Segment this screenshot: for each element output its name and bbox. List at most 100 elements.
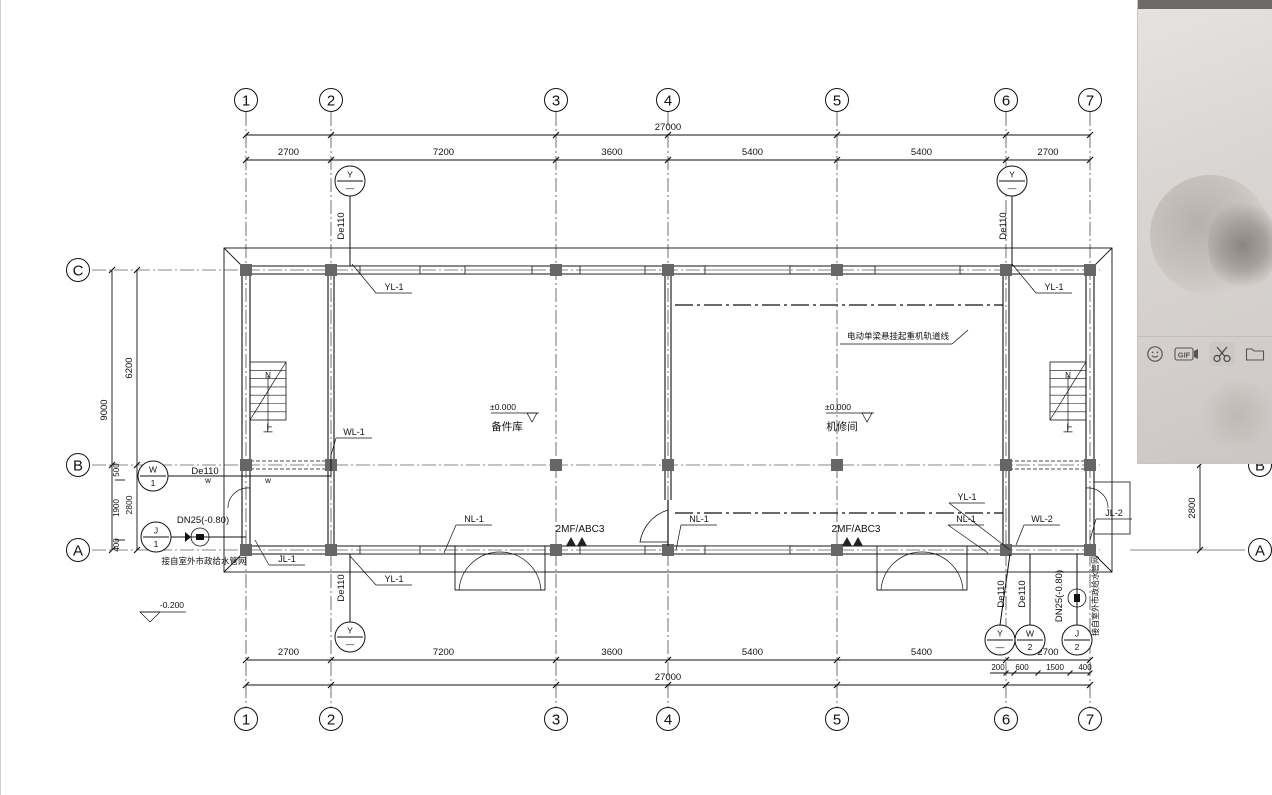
roof-outline (223, 247, 1113, 573)
axis-bubble-top-1-label: 1 (242, 93, 250, 110)
scissors-icon (1213, 346, 1231, 363)
column (662, 264, 674, 276)
axis-bubble-top-4-label: 4 (664, 93, 672, 110)
dim-tick (242, 156, 250, 164)
door-swing (458, 551, 501, 591)
marker-j1-sub: 1 (154, 539, 159, 549)
dim-tick (1086, 681, 1094, 689)
pipe-w-symbol: w (204, 476, 211, 485)
axis-bubble-top-1 (234, 88, 258, 112)
dim-tick (1002, 656, 1010, 664)
room-repair-elev-mark (861, 412, 873, 423)
screenshot-button[interactable] (1209, 342, 1235, 366)
panel-divider (1138, 336, 1272, 337)
marker-y-bottom-right-top: Y (997, 629, 1003, 639)
dim-tick (1002, 156, 1010, 164)
pipe-label-yl1-right: YL-1 (957, 492, 976, 502)
dim-span-bottom-1: 2700 (278, 647, 299, 658)
marker-w2-sub: 2 (1028, 642, 1033, 652)
room-repair-name: 机修间 (826, 420, 858, 433)
marker-y-bottom-right-sub: — (996, 642, 1005, 652)
gif-icon: GIF (1174, 347, 1198, 361)
stair-left-up-label: 上 (263, 423, 273, 435)
marker-j2-top: J (1075, 629, 1079, 639)
axis-bubble-left-B (66, 453, 90, 477)
axis-bubble-top-6-label: 6 (1002, 93, 1010, 110)
pipe-size-de110-wl: De110 (191, 466, 218, 477)
water-meter-right-core (1074, 594, 1080, 602)
column (1084, 459, 1096, 471)
pipe-label-wl2: WL-2 (1031, 514, 1053, 524)
outside-elev: -0.200 (160, 600, 184, 610)
column (325, 544, 337, 556)
axis-bubble-left-C (66, 258, 90, 282)
dim-span-bottom-3: 3600 (601, 647, 622, 658)
axis-bubble-top-5 (825, 88, 849, 112)
column (1000, 544, 1012, 556)
room-storage-elev-mark (526, 412, 538, 423)
pipe-label-yl1-top-left-leader (351, 263, 377, 294)
axis-bubble-right-B-label: B (1255, 458, 1265, 475)
dim-extra-bottom-2: 200 (991, 663, 1005, 672)
room-repair-elev: ±0.000 (825, 402, 851, 412)
axis-bubble-bottom-4 (656, 707, 680, 731)
crane-note: 电动单梁悬挂起重机轨道线 (847, 331, 950, 341)
panel-top-bar (1138, 0, 1272, 9)
column (240, 264, 252, 276)
axis-bubble-bottom-2-label: 2 (327, 712, 335, 729)
stair-right-n-label: N (1065, 371, 1071, 380)
dim-tick (327, 156, 335, 164)
axis-bubble-top-5-label: 5 (833, 93, 841, 110)
axis-bubble-left-A-label: A (73, 543, 83, 560)
extinguisher-1-label: 2MF/ABC3 (556, 524, 605, 535)
stair-left-n-label: N (265, 371, 271, 380)
interior-door (639, 509, 669, 543)
marker-w1-sub: 1 (151, 478, 156, 488)
column (831, 264, 843, 276)
file-button[interactable] (1242, 342, 1268, 366)
axis-bubble-bottom-7 (1078, 707, 1102, 731)
dim-span-bottom-2: 7200 (433, 647, 454, 658)
rain-pipe (999, 553, 1011, 626)
dim-span-top-1: 2700 (278, 147, 299, 158)
marker-j1-top: J (154, 526, 158, 536)
pipe-w-symbol: w (264, 476, 271, 485)
axis-bubble-bottom-3 (544, 707, 568, 731)
marker-j2-sub: 2 (1075, 642, 1080, 652)
pipe-label-jl1-leader (254, 539, 270, 566)
dim-left-outer: 9000 (99, 399, 110, 420)
column (831, 459, 843, 471)
folder-icon (1245, 348, 1265, 361)
pipe-label-jl1: JL-1 (278, 554, 296, 564)
dim-extra-bottom-1: 2700 (1037, 647, 1058, 658)
column (550, 264, 562, 276)
pipe-label-yl1-bottom-leader (349, 555, 377, 586)
pipe-label-yl1-top-right-leader (1011, 263, 1037, 294)
pipe-label-nl1-b-leader (675, 524, 682, 551)
axis-bubble-top-7-label: 7 (1086, 93, 1094, 110)
pipe-label-wl1: WL-1 (343, 427, 365, 437)
side-door-right (1085, 487, 1109, 509)
dim-tick (664, 156, 672, 164)
marker-y-top-right-top: Y (1009, 170, 1015, 180)
emoji-icon (1147, 346, 1163, 362)
axis-bubble-bottom-6-label: 6 (1002, 712, 1010, 729)
emoji-button[interactable] (1142, 342, 1168, 366)
valve-left (185, 532, 191, 542)
dim-tick (833, 681, 841, 689)
gif-label: GIF (1178, 350, 1191, 359)
panel-background-image-detail (1208, 200, 1272, 290)
gif-button[interactable]: GIF (1174, 342, 1200, 366)
water-source-right: 接自室外市政给水管网 (1090, 556, 1100, 636)
marker-w2-top: W (1026, 629, 1034, 639)
dim-left-inner-3: 2800 (124, 495, 134, 514)
marker-y-bottom-left-sub: — (346, 639, 355, 649)
dim-tick (833, 656, 841, 664)
dim-total-bottom: 27000 (655, 672, 681, 683)
door-swing (921, 551, 964, 591)
dim-span-bottom-4: 5400 (742, 647, 763, 658)
dim-tick (1086, 156, 1094, 164)
water-meter-right (1067, 588, 1087, 608)
door-swing (880, 551, 923, 591)
